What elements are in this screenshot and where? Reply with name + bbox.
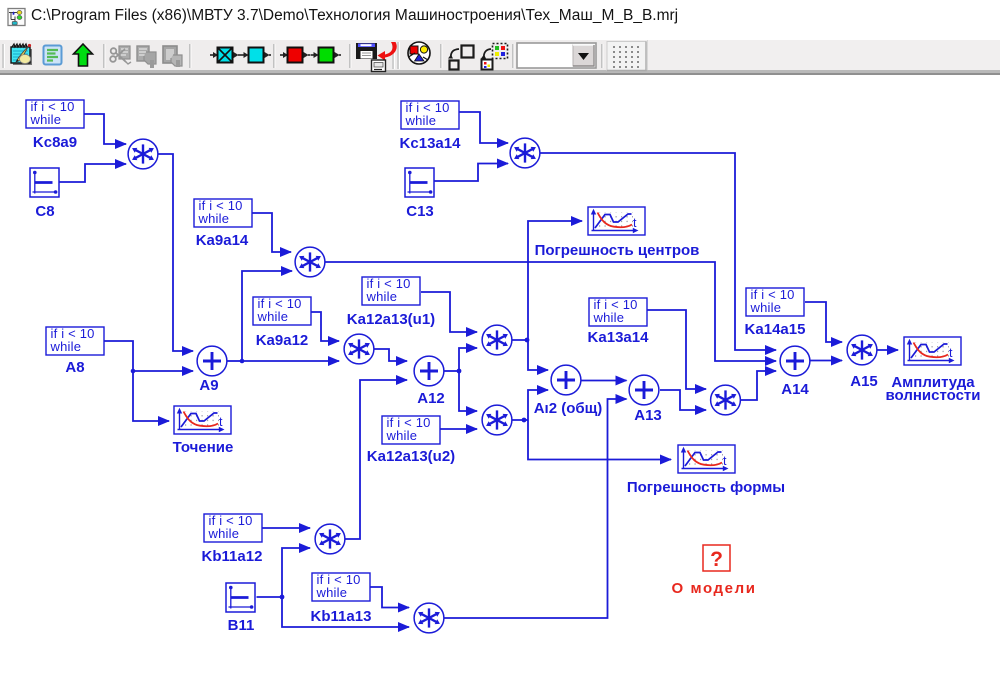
svg-text:Погрешность центров: Погрешность центров — [535, 242, 700, 259]
svg-text:Ka9a12: Ka9a12 — [256, 332, 309, 349]
svg-text:Амплитуда: Амплитуда — [891, 374, 975, 391]
svg-text:Точение: Точение — [173, 439, 234, 456]
svg-text:A15: A15 — [850, 373, 878, 390]
svg-text:B11: B11 — [228, 617, 255, 634]
svg-text:A12: A12 — [417, 390, 445, 407]
svg-text:Погрешность формы: Погрешность формы — [627, 479, 785, 496]
svg-text:A9: A9 — [199, 377, 218, 394]
svg-text:Ka12a13(u1): Ka12a13(u1) — [347, 311, 435, 328]
svg-text:Ka13a14: Ka13a14 — [588, 329, 650, 346]
svg-text:Ka9a14: Ka9a14 — [196, 232, 249, 249]
svg-text:Ka14a15: Ka14a15 — [745, 321, 806, 338]
svg-text:Kb11a12: Kb11a12 — [202, 548, 263, 565]
svg-text:Kc13a14: Kc13a14 — [400, 135, 462, 152]
svg-text:A13: A13 — [634, 407, 662, 424]
svg-text:C13: C13 — [406, 203, 434, 220]
svg-text:A8: A8 — [65, 359, 84, 376]
svg-text:Kc8a9: Kc8a9 — [33, 134, 77, 151]
svg-text:О модели: О модели — [671, 580, 756, 597]
svg-text:Ka12a13(u2): Ka12a13(u2) — [367, 448, 455, 465]
svg-text:Kb11a13: Kb11a13 — [311, 608, 372, 625]
svg-text:A14: A14 — [781, 381, 809, 398]
svg-text:Аı2 (общ): Аı2 (общ) — [534, 400, 603, 417]
svg-text:?: ? — [710, 548, 723, 571]
svg-text:C8: C8 — [35, 203, 54, 220]
svg-text:волнистости: волнистости — [886, 387, 981, 404]
